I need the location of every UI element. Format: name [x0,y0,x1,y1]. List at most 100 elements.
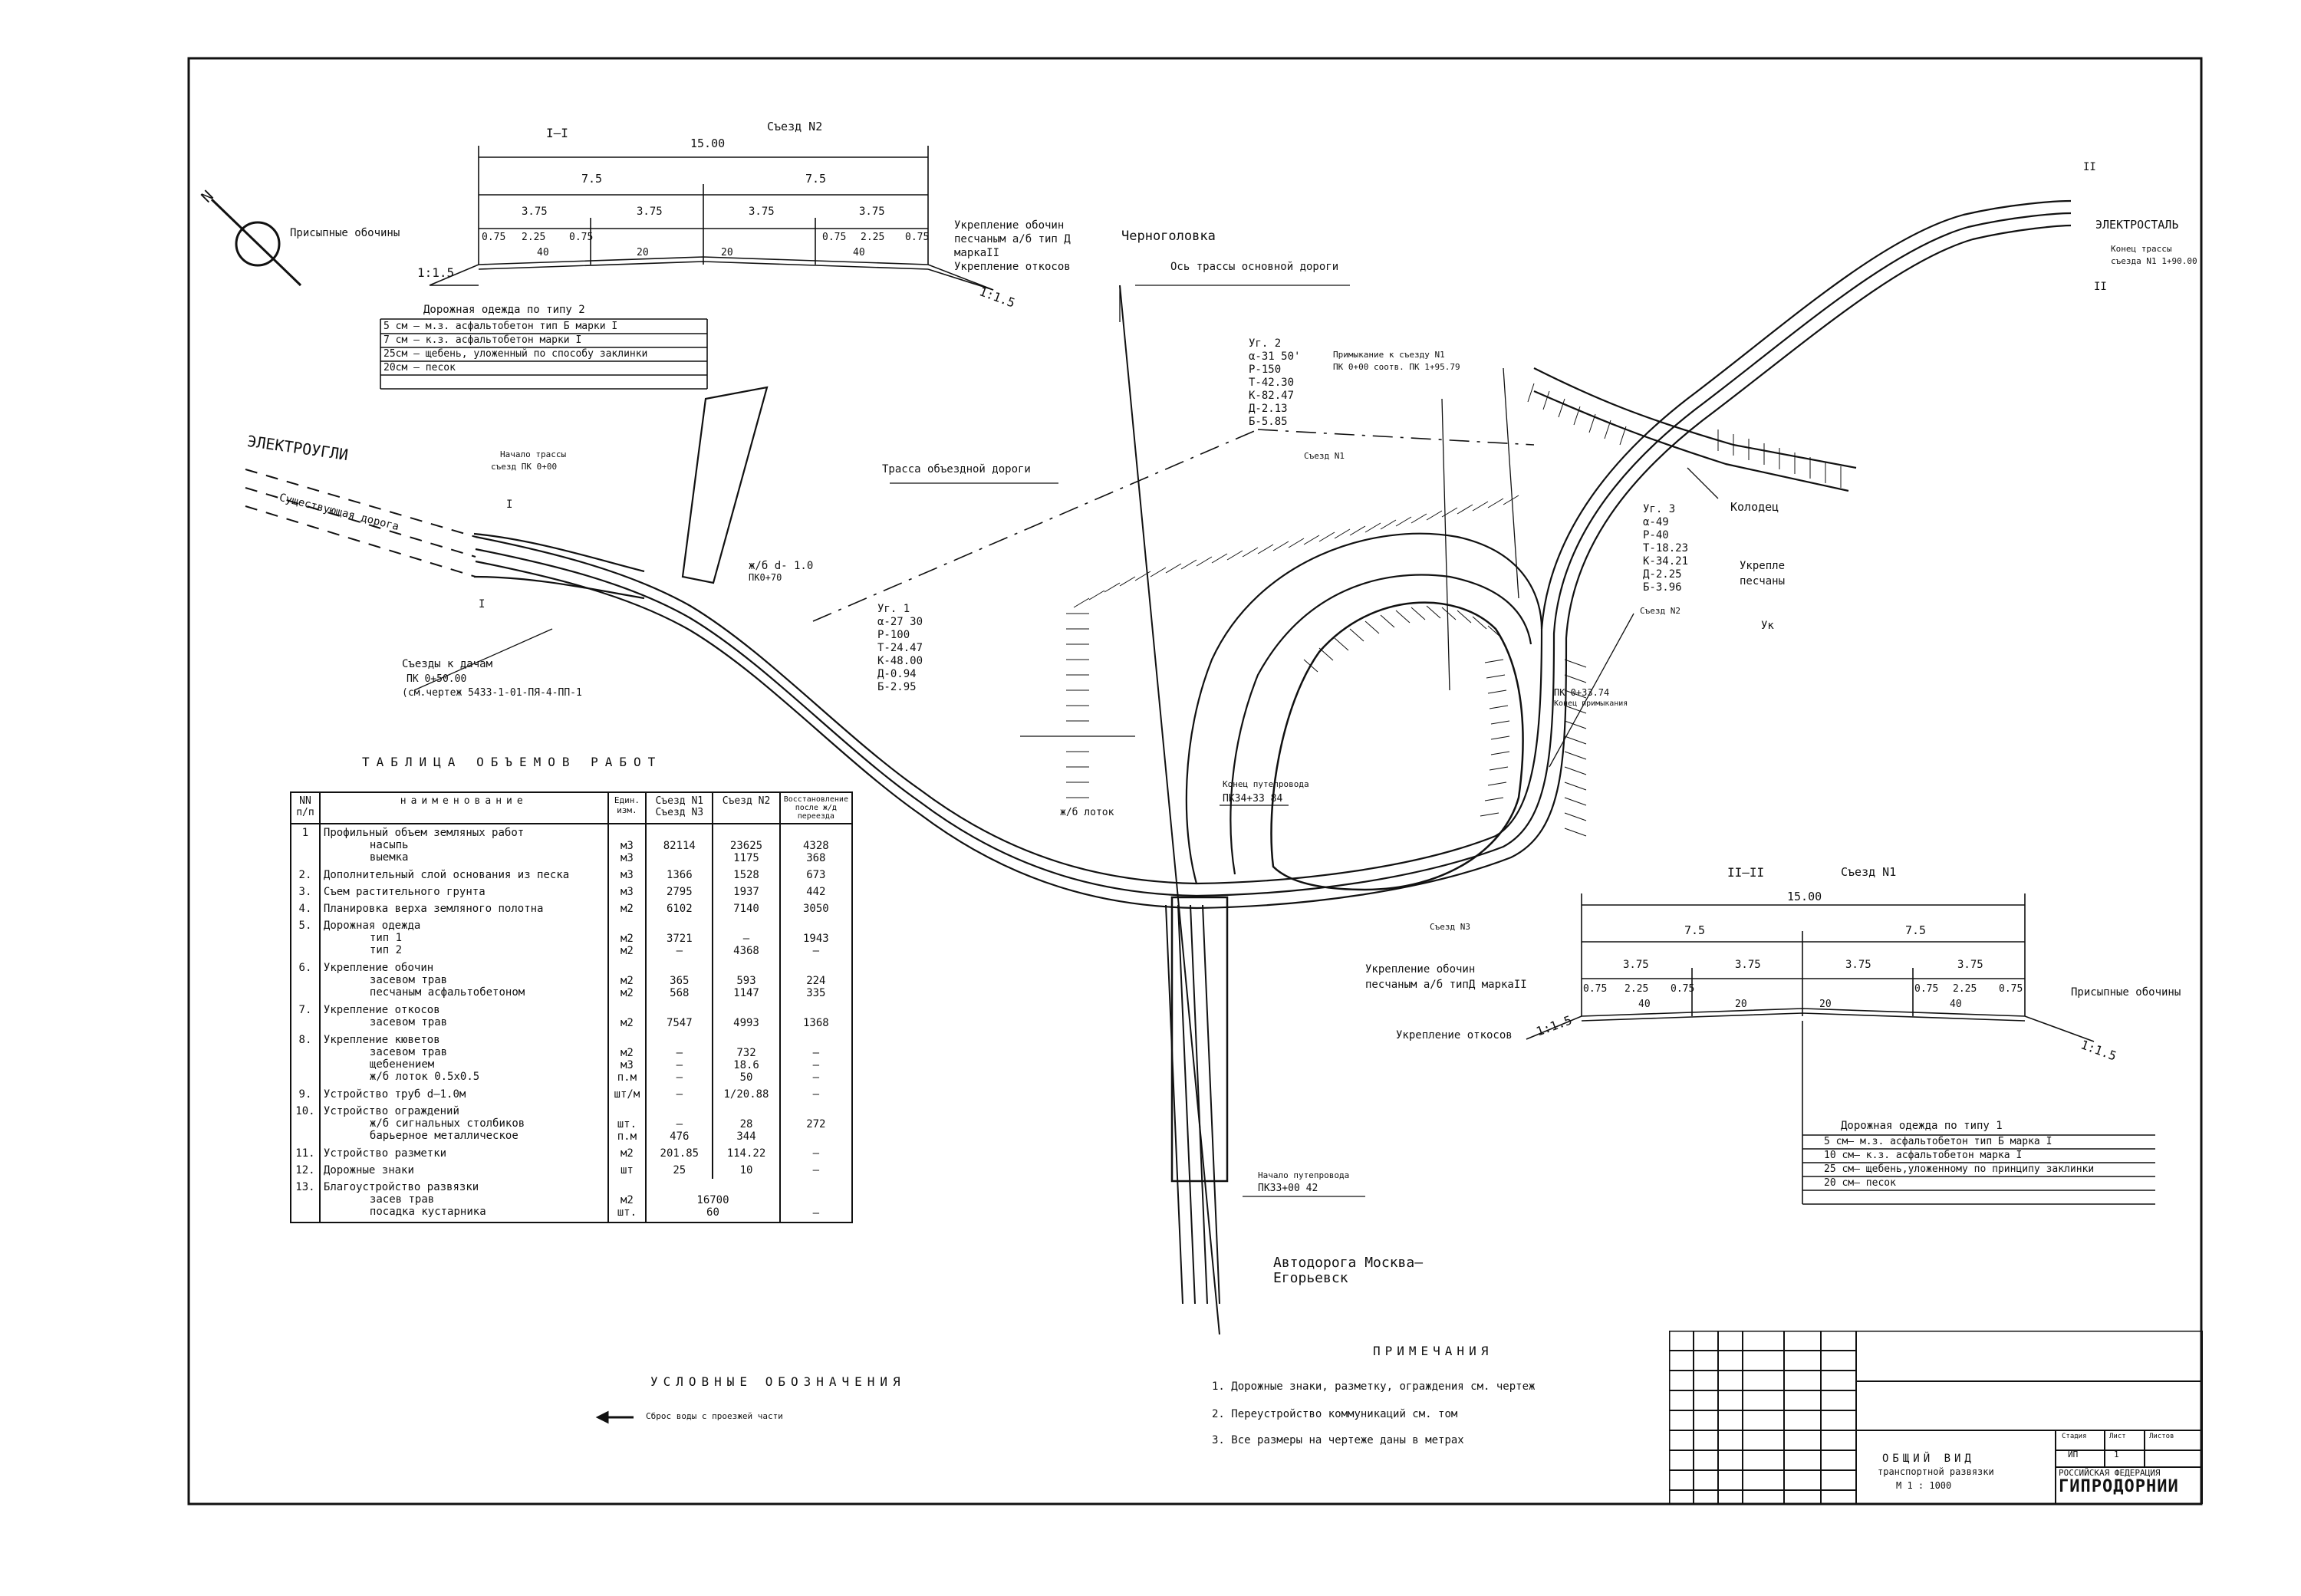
section-2-lane: 3.75 [1735,959,1761,971]
table-cell: 1/20.88 [712,1086,781,1103]
table-cell: 1368 [779,1002,854,1032]
section-2-shoulder: Присыпные обочины [2071,986,2181,999]
header-name: наименование [318,791,609,824]
cell-line: Укрепление кюветов [323,1034,440,1046]
curve-value: Р-150 [1249,364,1282,376]
existing-road-dashed [245,469,476,578]
cell-line: шт. [617,1118,637,1130]
section-1-title: I–I [546,126,568,140]
section-1-lane: 3.75 [637,206,663,218]
cell-line: засевом трав [369,974,448,986]
table-cell: м2 [607,1145,647,1162]
cell-line: – [676,1059,683,1071]
cell-line: тип 2 [369,944,403,956]
section-1-part: 0.75 [482,232,506,243]
table-cell: – [779,1145,854,1162]
row-number: 11. [290,1145,321,1162]
section-mark-ii-bottom: II [2094,281,2107,293]
cell-line: – [676,1118,683,1130]
curve-value: К-48.00 [877,655,923,667]
cell-line: 272 [806,1118,826,1130]
section-1-part: 2.25 [861,232,885,243]
section-2-lane: 3.75 [1845,959,1871,971]
row-number: 2. [290,867,321,884]
curve-value: Б-3.96 [1643,581,1682,594]
row-number: 1 [290,824,321,867]
row-number: 5. [290,917,321,959]
pavement-box-1 [380,318,708,390]
cell-line: 1175 [733,852,759,864]
cell-line: 18.6 [733,1059,759,1071]
cell-line: песчаным асфальтобетоном [369,986,525,999]
stamp-org-name: ГИПРОДОРНИИ [2059,1477,2179,1496]
section-mark-i-bottom: I [479,598,486,610]
cell-line: – [812,1071,820,1084]
cell-line: Профильный объем земляных работ [323,827,525,839]
cell-line: 82114 [663,840,696,852]
section-2-part: 0.75 [1583,983,1608,995]
section-1-half-left: 7.5 [581,172,603,186]
section-1-part: 2.25 [522,232,546,243]
detour-trace-axis [812,429,1535,622]
section-1-part: 0.75 [569,232,594,243]
overpass-end-label: Конец путепровода [1223,779,1309,789]
cell-line: 1366 [666,869,693,881]
legend-title: УСЛОВНЫЕ ОБОЗНАЧЕНИЯ [650,1374,906,1389]
cell-line: – [742,933,750,945]
leader-lines [413,285,1719,1197]
section-1-part: 0.75 [905,232,930,243]
pavement-1-layer: 7 см – к.з. асфальтобетон марки I [384,334,582,346]
row-number: 13. [290,1179,321,1223]
stamp-stage: ИП [2068,1450,2079,1459]
section-mark-ii: II [2083,161,2096,173]
cell-line: п.м [617,1071,637,1084]
highway-label-2: Егорьевск [1273,1270,1348,1286]
cell-line: насыпь [369,839,409,851]
header-unit: Един. изм. [607,791,647,824]
cell-line: 1943 [802,933,829,945]
end-trace-label: Конец трассы [2111,244,2172,254]
table-cell: Планировка верха земляного полотна [318,900,609,917]
curve-value: Д-0.94 [877,668,917,680]
stamp-org-country: РОССИЙСКАЯ ФЕДЕРАЦИЯ [2059,1468,2161,1478]
cell-line: 16700 [696,1194,729,1206]
section-2-part: 0.75 [1914,983,1939,995]
cross-section-2 [1526,893,2095,1135]
section-mark-i: I [506,499,513,511]
table-cell: 4993 [712,1002,781,1032]
cell-line: 368 [806,852,826,864]
stamp-sheets-header: Листов [2149,1433,2174,1440]
row-number: 12. [290,1162,321,1179]
cell-line: 224 [806,975,826,987]
stamp-stage-header: Стадия [2062,1433,2087,1440]
section-2-half: 7.5 [1905,923,1927,937]
overpass-start-label: Начало путепровода [1258,1170,1350,1180]
cell-line: Съем растительного грунта [323,886,486,898]
cell-line: 732 [736,1047,756,1059]
row-number: 9. [290,1086,321,1103]
table-cell: м2 [607,1002,647,1032]
curve-value: Т-42.30 [1249,377,1295,389]
cell-line: Устройство разметки [323,1147,447,1160]
table-cell: 2795 [645,884,714,900]
legend-water-discharge-icon [595,1410,634,1424]
curve-value: Р-100 [877,629,910,641]
main-road-axis-label: Ось трассы основной дороги [1170,261,1339,273]
curve-value: Уг. 2 [1249,337,1282,350]
cross-section-1 [429,146,994,291]
cell-line: – [676,1088,683,1101]
section-1-shoulder-strength: Укрепление обочин [954,219,1065,232]
curve-value: Р-40 [1643,529,1669,541]
cell-line: м3 [620,886,634,898]
cell-line: м3 [620,840,634,852]
